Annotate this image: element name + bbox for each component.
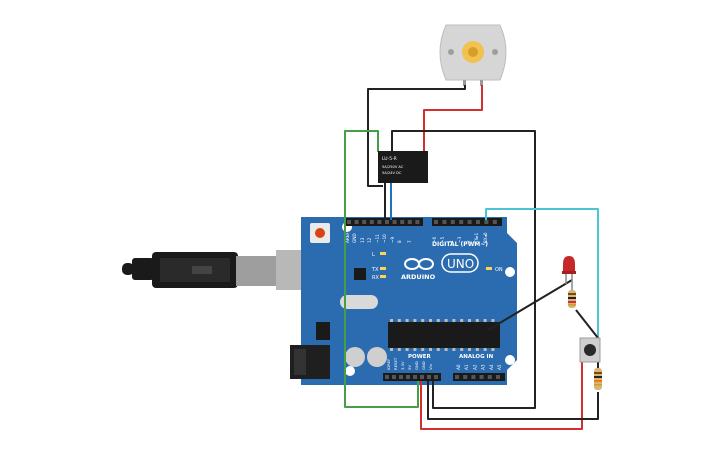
wire-led-btn xyxy=(575,309,599,339)
led-tx-label: TX xyxy=(371,267,379,273)
wire-black-gnd xyxy=(427,381,599,420)
dc-motor[interactable] xyxy=(439,24,507,86)
power-pin-label: RESET xyxy=(393,357,398,370)
led-on-label: ON xyxy=(495,267,503,273)
resistor-led[interactable] xyxy=(568,286,576,308)
power-label: POWER xyxy=(408,354,432,360)
wire-cyan xyxy=(485,208,599,338)
digital-label: DIGITAL (PWM~) xyxy=(432,241,488,248)
top-pin-label: AREF xyxy=(345,232,350,243)
power-pin-label: Vin xyxy=(428,363,433,370)
power-pin-label: GND xyxy=(421,361,426,370)
led-l-label: L xyxy=(372,252,375,258)
top-pin-label: 7 xyxy=(407,240,412,243)
uno-logo-text: UNO xyxy=(447,257,474,271)
wire-red-5v xyxy=(420,362,583,430)
power-pin-label: IOREF xyxy=(386,359,391,370)
pushbutton[interactable] xyxy=(579,337,601,363)
brand-text: ARDUINO xyxy=(401,273,436,281)
wire-motor-black xyxy=(367,85,466,187)
relay-rating-dc: 5A/24V DC xyxy=(382,171,402,175)
resistor-button[interactable] xyxy=(594,368,602,390)
top-pin-label: 8 xyxy=(397,240,402,243)
relay[interactable]: LU-5-R 5A/250V AC 5A/24V DC xyxy=(378,151,428,183)
power-pin-label: 3.3V xyxy=(400,361,405,370)
top-pin-label: ~9 xyxy=(390,236,395,243)
relay-rating-ac: 5A/250V AC xyxy=(382,165,404,169)
digital-header-right[interactable] xyxy=(432,218,502,226)
digital-header-left[interactable] xyxy=(345,218,423,226)
top-pin-label: ~11 xyxy=(375,234,380,243)
analog-pin-label: A3 xyxy=(481,364,486,370)
top-pin-label: 12 xyxy=(367,237,372,243)
top-pin-label: 2 xyxy=(466,240,471,243)
wires xyxy=(344,85,599,430)
power-pin-label: 5V xyxy=(407,365,412,370)
top-pin-label: ~5 xyxy=(440,236,445,243)
power-pin-label: GND xyxy=(414,361,419,370)
arduino-logo-icon xyxy=(404,258,434,270)
analog-header[interactable] xyxy=(453,373,505,381)
atmega-chip xyxy=(388,322,500,348)
analog-pin-label: A5 xyxy=(497,364,502,370)
top-pin-label: 4 xyxy=(449,240,454,243)
analog-pin-label: A0 xyxy=(456,364,461,370)
usb-cable xyxy=(122,250,306,290)
wire-led xyxy=(487,279,573,331)
top-pin-label: TX▸1 xyxy=(474,232,479,244)
top-pin-label: GND xyxy=(352,233,357,243)
wire-green xyxy=(344,130,419,408)
led-rx-label: RX xyxy=(372,275,379,281)
top-pin-label: 13 xyxy=(360,237,365,243)
top-pin-label: ~10 xyxy=(382,234,387,243)
relay-model: LU-5-R xyxy=(382,156,397,162)
wire-relay-black-loop xyxy=(391,130,536,409)
power-header[interactable] xyxy=(383,373,441,381)
analog-pin-label: A2 xyxy=(472,364,477,370)
red-led[interactable] xyxy=(562,256,576,286)
analog-label: ANALOG IN xyxy=(459,354,494,360)
top-pin-label: RX◂0 xyxy=(483,232,488,243)
wire-motor-red xyxy=(423,85,483,152)
analog-pin-label: A4 xyxy=(489,364,494,370)
analog-pin-label: A1 xyxy=(464,364,469,370)
top-pin-label: ~6 xyxy=(432,236,437,243)
top-pin-label: ~3 xyxy=(457,236,462,243)
